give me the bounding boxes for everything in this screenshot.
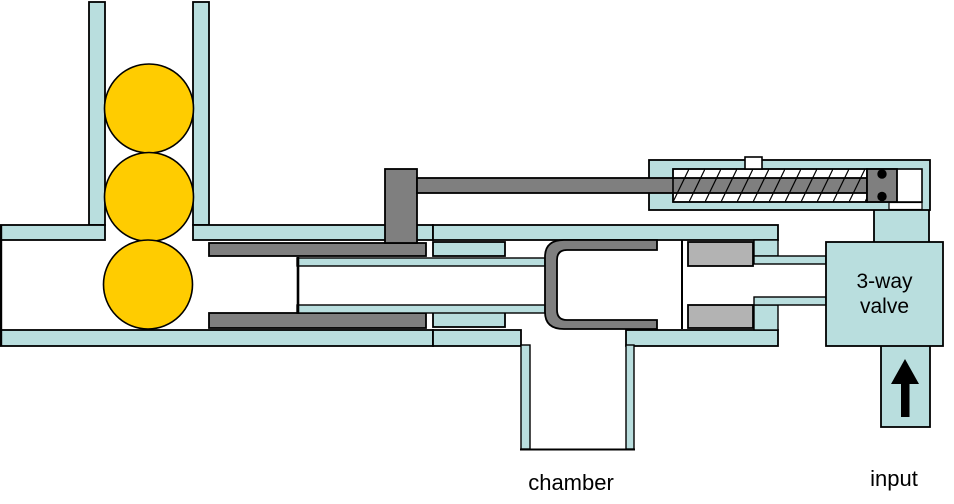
magazine-right-wall [192, 1, 210, 226]
chamber-right-wall [625, 344, 635, 450]
yoke-top-bar [208, 242, 427, 257]
piston-yoke [208, 242, 427, 329]
three-way-valve: 3-way valve [825, 241, 944, 347]
channel-bottom-wall-mid [432, 329, 522, 347]
spring-hatch [672, 168, 868, 203]
ball-1 [103, 63, 195, 154]
guide-tube-top-wall [296, 257, 546, 267]
port-tube-bottom [753, 296, 827, 306]
arrow-shaft [901, 382, 910, 417]
rod-end-pin-top [877, 169, 887, 179]
valve-label-line1: 3-way [856, 270, 913, 293]
channel-top-wall-left [0, 224, 106, 241]
inner-guide-tube [296, 257, 546, 314]
piston-head [681, 240, 754, 329]
up-arrow-icon [891, 359, 919, 417]
chamber-left-wall [520, 344, 531, 450]
channel-bottom-wall-left [0, 329, 434, 347]
channel-bottom-wall-right [625, 329, 779, 347]
ball-2 [103, 151, 195, 243]
end-wall-upper [753, 239, 779, 257]
valve-to-spring-connector [873, 207, 930, 245]
magazine-left-wall [88, 1, 106, 226]
piston-head-bottom [687, 304, 754, 329]
chamber-label: chamber [528, 470, 614, 495]
pressure-chamber [520, 344, 635, 451]
valve-ports [753, 239, 827, 331]
piston-head-top [687, 241, 754, 267]
port-tube-top [753, 255, 827, 265]
rod-end-pin-bottom [877, 191, 887, 202]
valve-body [825, 241, 944, 347]
rod-flange [384, 168, 418, 244]
end-wall-lower [753, 304, 779, 331]
cylinder-top-notch [744, 156, 763, 170]
arrow-head [891, 359, 919, 384]
input-label: input [870, 466, 918, 491]
yoke-bottom-bar [208, 312, 427, 329]
cylinder-bottom-notch [888, 201, 923, 211]
valve-label-line2: valve [860, 295, 909, 318]
channel-top-wall-right [432, 224, 779, 241]
cylinder-head-top [432, 241, 506, 257]
guide-tube-bottom-wall [296, 304, 546, 314]
return-spring [672, 156, 923, 211]
feed-channel [0, 224, 779, 347]
piston-cup-seal [544, 239, 658, 330]
ball-3 [102, 239, 194, 330]
